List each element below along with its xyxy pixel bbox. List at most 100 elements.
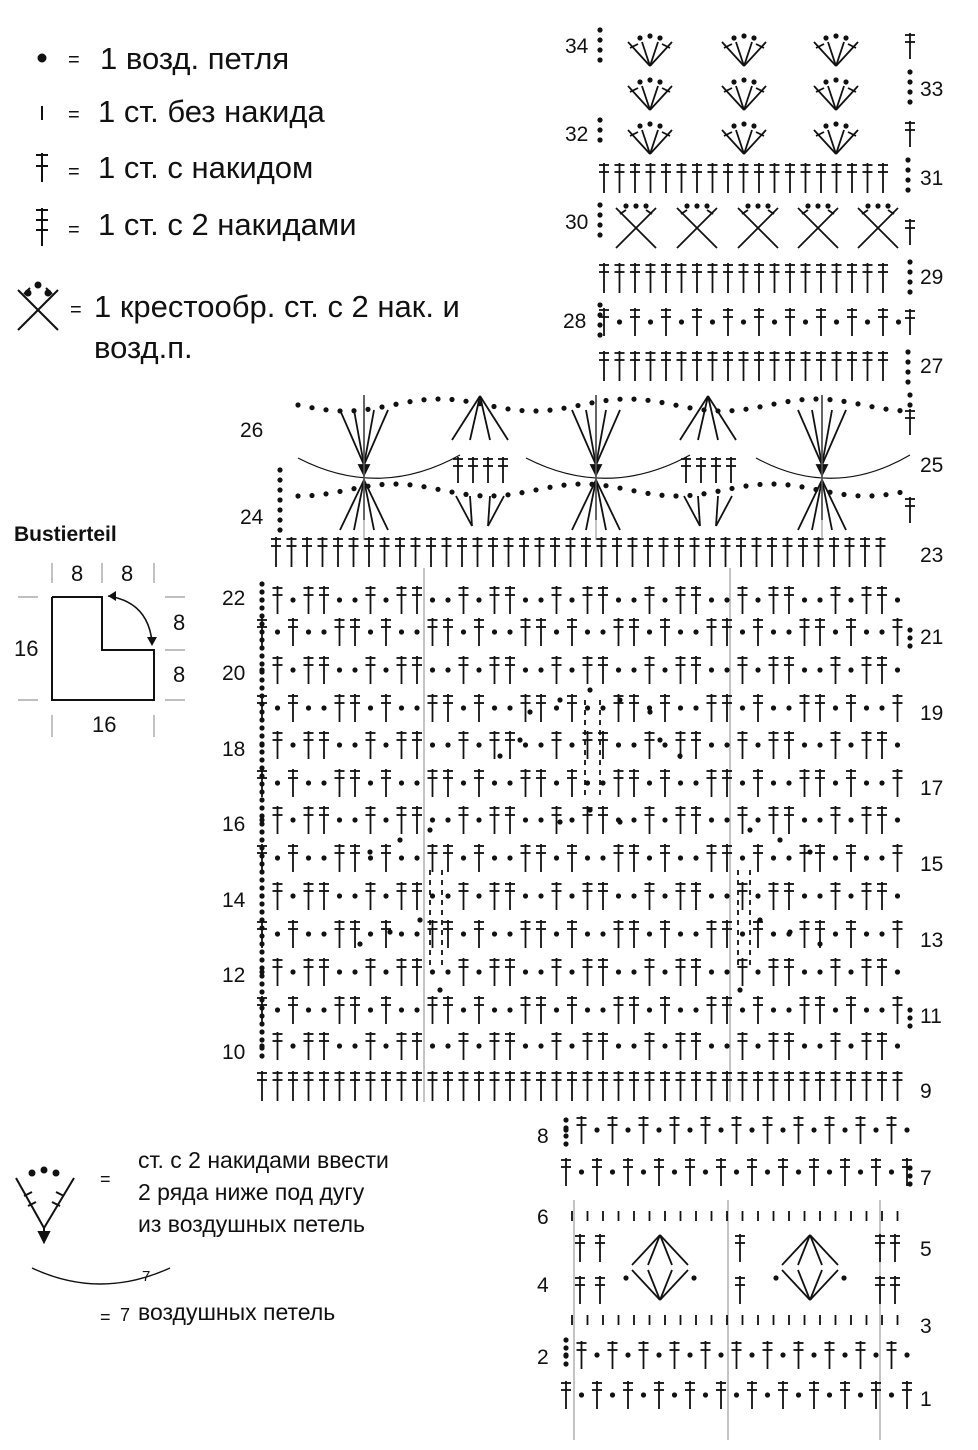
row-edge-dots: [597, 202, 603, 238]
legend-label-crossed-2: возд.п.: [94, 330, 193, 365]
chain-arc-icon: [31, 1267, 171, 1285]
row-edge-dots: [905, 349, 911, 385]
row-label: 27: [920, 355, 944, 378]
crossed-treble: [676, 203, 718, 249]
row-edge-dots: [905, 157, 911, 193]
row-26-chain-dots: [295, 396, 903, 499]
row-edge-dots: [563, 1117, 569, 1147]
row-edge-dots: [259, 581, 265, 1059]
row-label: 20: [222, 662, 246, 685]
row-23-stitches: [271, 537, 886, 567]
filet-row: [259, 656, 901, 684]
schema-dim-bottom: 16: [92, 712, 117, 737]
treble-fan-down-small: [683, 495, 733, 527]
note-group-line-2: 2 ряда ниже под дугу: [138, 1179, 365, 1205]
fan-group: [721, 33, 767, 67]
crossed-treble: [737, 203, 779, 249]
row-label: 14: [222, 889, 246, 912]
row-label: 26: [240, 419, 264, 442]
treble-crochet-icon: [36, 208, 48, 246]
butterfly-motif: [357, 687, 823, 993]
row-6-stitches: [571, 1211, 899, 1221]
row-edge-dots: [907, 392, 913, 408]
row-label: 33: [920, 78, 944, 101]
row-7-stitches: [561, 1158, 912, 1186]
row-9-stitches: [257, 1071, 903, 1101]
row-label: 8: [537, 1125, 549, 1148]
chain-arcs: [297, 454, 911, 479]
row-1-stitches: [561, 1381, 912, 1409]
treble-fan-up: [679, 395, 737, 441]
schema-title: Bustierteil: [14, 523, 117, 546]
legend-label-dc: 1 ст. с накидом: [98, 150, 314, 185]
filet-row: [259, 586, 901, 614]
row-label: 24: [240, 506, 264, 529]
row-edge-dots: [597, 302, 603, 338]
fan-group: [721, 77, 767, 111]
crossed-treble-icon: [17, 281, 59, 331]
legend-label-crossed: 1 крестообр. ст. с 2 нак. и: [94, 289, 460, 324]
fan-group: [813, 77, 859, 111]
row-28-stitches: [599, 308, 902, 336]
row-label: 31: [920, 167, 944, 190]
row-label: 7: [920, 1167, 932, 1190]
crossed-treble: [615, 203, 657, 249]
dc-block: [453, 457, 508, 483]
row-label: 16: [222, 813, 246, 836]
row-3-stitches: [571, 1315, 899, 1325]
row-label: 10: [222, 1041, 246, 1064]
row-label: 2: [537, 1346, 549, 1369]
filet-row: [257, 694, 903, 722]
note-group-eq: =: [100, 1169, 111, 1189]
row-label: 21: [920, 626, 944, 649]
row-label: 28: [563, 310, 587, 333]
row-2-stitches: [563, 1341, 910, 1369]
crossed-treble: [857, 203, 899, 249]
row-label: 17: [920, 777, 944, 800]
legend-eq-3: =: [68, 161, 80, 183]
row-label: 34: [565, 35, 589, 58]
row-label: 13: [920, 929, 944, 952]
fan-group: [627, 77, 673, 111]
row-label: 32: [565, 123, 589, 146]
row-label: 11: [920, 1005, 942, 1028]
row-edge-dots: [597, 117, 603, 143]
row-edge-dots: [907, 1007, 913, 1029]
row-label: 1: [920, 1388, 932, 1411]
filet-row: [259, 958, 901, 986]
crossed-treble: [797, 203, 839, 249]
row-label: 5: [920, 1238, 932, 1261]
note-arc-eq: =: [100, 1307, 111, 1327]
chain-dot-icon: [37, 53, 47, 63]
row-29-stitches: [599, 263, 888, 293]
treble-fan-down-small: [455, 495, 505, 527]
row-label: 22: [222, 587, 246, 610]
row-edge-dots: [907, 69, 913, 105]
row-edge-dots: [907, 627, 913, 649]
legend-eq-1: =: [68, 49, 80, 71]
note-group-line-1: ст. с 2 накидами ввести: [138, 1147, 389, 1173]
row-label: 12: [222, 964, 246, 987]
row-label: 4: [537, 1274, 549, 1297]
fan-group: [721, 121, 767, 155]
row-edge-dots: [563, 1337, 569, 1367]
schema-dim-top-left: 8: [71, 561, 84, 586]
note-group-line-3: из воздушных петель: [138, 1211, 366, 1237]
note-arc-label: 7: [142, 1268, 151, 1285]
filet-row: [259, 806, 901, 834]
legend-label-tr: 1 ст. с 2 накидами: [98, 207, 357, 242]
fan-group: [813, 33, 859, 67]
row-label: 25: [920, 454, 944, 477]
legend-eq-4: =: [68, 219, 80, 241]
row-label: 30: [565, 211, 589, 234]
schema-dim-right-upper: 8: [173, 610, 186, 635]
schema-dim-left: 16: [14, 636, 39, 661]
legend-label-sc: 1 ст. без накида: [98, 94, 325, 129]
legend-label-chain: 1 возд. петля: [100, 41, 290, 76]
row-label: 6: [537, 1206, 549, 1229]
fan-group: [627, 121, 673, 155]
row-edge-dots: [277, 467, 283, 533]
